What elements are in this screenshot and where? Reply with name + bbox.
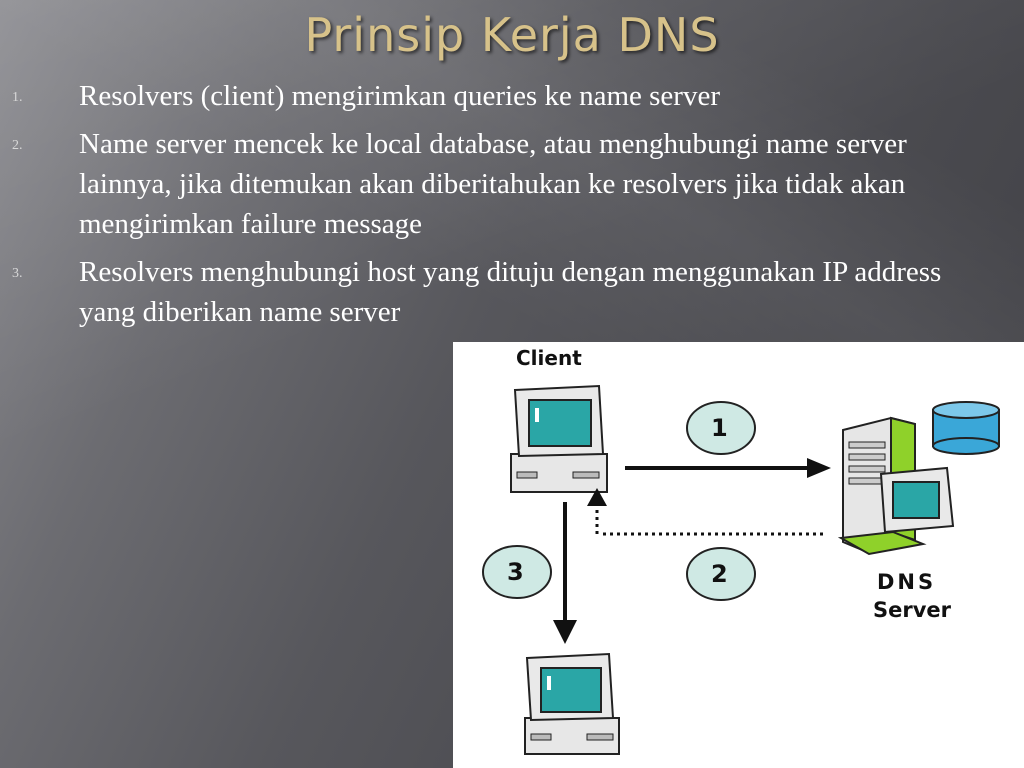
client-label: Client <box>516 346 582 370</box>
list-text: Name server mencek ke local database, at… <box>79 128 907 240</box>
step-3-label: 3 <box>507 558 524 586</box>
database-icon <box>932 401 1000 455</box>
query-arrow <box>625 458 831 478</box>
server-label-line1: DNS <box>877 570 937 594</box>
list-text: Resolvers menghubungi host yang dituju d… <box>79 256 942 328</box>
list-number: 3. <box>12 266 23 281</box>
diagram-graphics <box>482 384 1000 755</box>
bullet-list: 1. Resolvers (client) mengirimkan querie… <box>0 76 1000 340</box>
slide-title: Prinsip Kerja DNS <box>304 8 720 62</box>
step-1-circle <box>686 401 756 455</box>
dns-diagram: Client 1 2 3 DNS Server <box>453 342 1024 768</box>
host-computer-icon <box>524 652 620 755</box>
client-computer-icon <box>510 384 608 493</box>
list-text: Resolvers (client) mengirimkan queries k… <box>79 80 720 112</box>
response-arrow <box>587 488 823 536</box>
list-item: 1. Resolvers (client) mengirimkan querie… <box>0 76 1000 116</box>
step-2-label: 2 <box>711 560 728 588</box>
list-item: 2. Name server mencek ke local database,… <box>0 124 1000 244</box>
server-label-line2: Server <box>873 598 952 622</box>
connect-arrow <box>553 502 577 644</box>
list-number: 1. <box>12 90 23 105</box>
dns-server-icon <box>837 416 955 556</box>
list-number: 2. <box>12 138 23 153</box>
list-item: 3. Resolvers menghubungi host yang dituj… <box>0 252 1000 332</box>
step-2-circle <box>686 547 756 601</box>
step-1-label: 1 <box>711 414 728 442</box>
step-3-circle <box>482 545 552 599</box>
